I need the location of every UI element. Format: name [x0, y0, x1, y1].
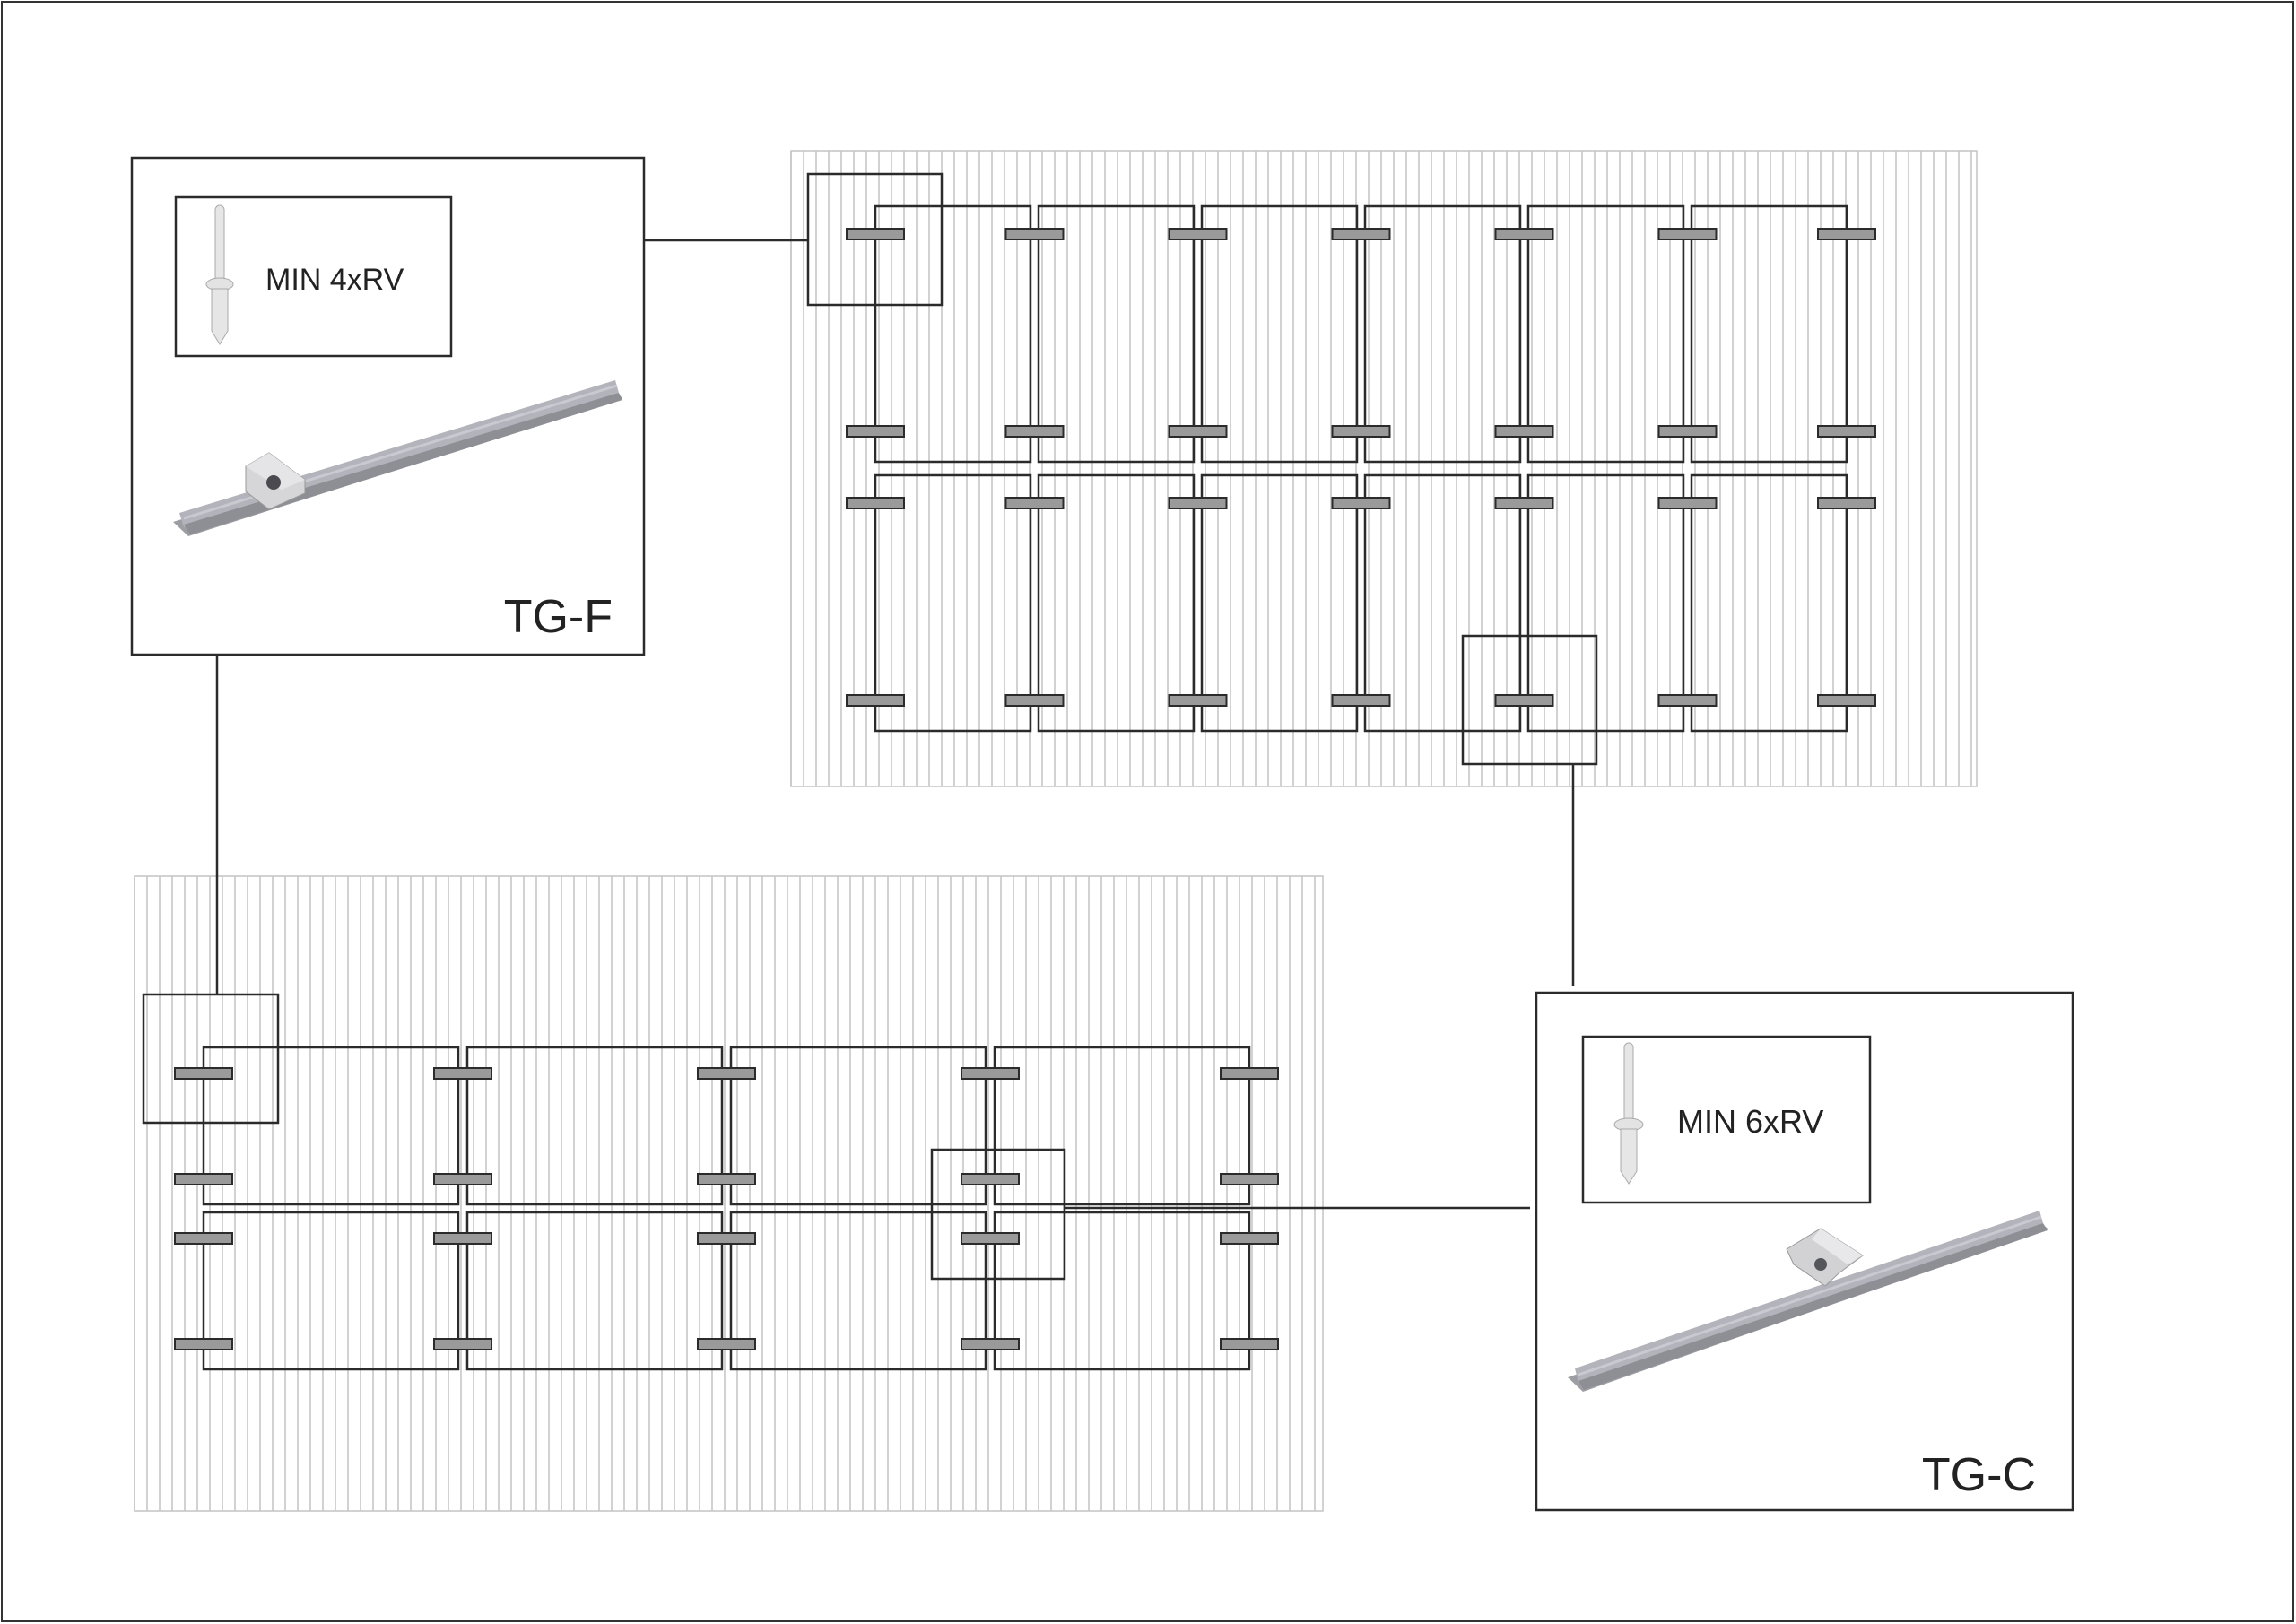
clamp [433, 1338, 492, 1350]
solar-panel [874, 473, 1032, 733]
clamp [1817, 228, 1876, 240]
clamp [1168, 694, 1228, 707]
clamp [1220, 1232, 1279, 1245]
clamp [1817, 425, 1876, 438]
clamp [1494, 694, 1554, 707]
roof-outline [134, 875, 1324, 1512]
clamp [1657, 425, 1718, 438]
clamp [1168, 425, 1228, 438]
clamp [1220, 1338, 1279, 1350]
roof-outline [790, 150, 1978, 787]
solar-panel [1200, 473, 1359, 733]
clamp [1817, 694, 1876, 707]
solar-panel [1526, 473, 1685, 733]
solar-panel [465, 1211, 724, 1371]
clamp [697, 1173, 756, 1185]
clamp [1220, 1173, 1279, 1185]
solar-panel [1037, 473, 1196, 733]
detail-panel-tg-c: MIN 6xRV TG-C [1535, 991, 2074, 1512]
roof-top-right [790, 150, 1978, 787]
solar-panel [729, 1211, 987, 1371]
clamp [1004, 228, 1065, 240]
rail-with-clamp-icon [1568, 1211, 2048, 1392]
clamp [1494, 228, 1554, 240]
clamp [961, 1173, 1020, 1185]
highlight-box [806, 172, 944, 307]
solar-panel [1363, 473, 1522, 733]
clamp [1494, 425, 1554, 438]
clamp [1817, 497, 1876, 509]
clamp [1657, 694, 1718, 707]
detail-panel-tg-f: MIN 4xRV TG-F [130, 156, 646, 656]
clamp [1657, 497, 1718, 509]
clamp [697, 1232, 756, 1245]
clamp [961, 1338, 1020, 1350]
clamp [433, 1173, 492, 1185]
clamp [1331, 228, 1391, 240]
clamp [1494, 497, 1554, 509]
detail-name: TG-F [504, 591, 613, 643]
highlight-boxes [142, 172, 1598, 1281]
highlight-box [1461, 634, 1598, 766]
solar-panel [1200, 204, 1359, 464]
clamp [174, 1067, 233, 1080]
clamp [846, 694, 905, 707]
clamp [1220, 1067, 1279, 1080]
clamp [1004, 425, 1065, 438]
solar-panel [1690, 473, 1848, 733]
clamp [1004, 497, 1065, 509]
rail-with-clamp-icon [173, 380, 622, 536]
rivet-box [1581, 1035, 1872, 1204]
clamp [697, 1067, 756, 1080]
rivet-icon [1613, 1042, 1644, 1185]
solar-panel [1037, 204, 1196, 464]
connector-lines [215, 239, 1575, 1210]
clamp [1168, 497, 1228, 509]
rivet-icon [205, 204, 234, 345]
clamp [846, 228, 905, 240]
solar-panel [202, 1046, 460, 1206]
solar-panel [202, 1211, 460, 1371]
solar-panel [993, 1211, 1251, 1371]
clamp [1168, 228, 1228, 240]
clamp [961, 1232, 1020, 1245]
clamp [174, 1173, 233, 1185]
solar-panel [1690, 204, 1848, 464]
clamp [697, 1338, 756, 1350]
rivet-box [174, 195, 453, 358]
highlight-box [142, 993, 280, 1125]
clamp [433, 1232, 492, 1245]
roof-bottom-left [134, 875, 1324, 1512]
clamp [1004, 694, 1065, 707]
solar-panel [465, 1046, 724, 1206]
solar-panel [874, 204, 1032, 464]
clamp [961, 1067, 1020, 1080]
detail-name: TG-C [1922, 1449, 2036, 1501]
rivet-label: MIN 4xRV [265, 263, 404, 297]
clamp [846, 425, 905, 438]
clamp [1331, 425, 1391, 438]
rivet-label: MIN 6xRV [1677, 1103, 1823, 1140]
clamp [1331, 497, 1391, 509]
solar-panel [993, 1046, 1251, 1206]
solar-panel [729, 1046, 987, 1206]
clamp [174, 1232, 233, 1245]
solar-panel [1363, 204, 1522, 464]
clamp [1331, 694, 1391, 707]
clamp [1657, 228, 1718, 240]
highlight-box [930, 1148, 1066, 1281]
clamp [433, 1067, 492, 1080]
clamp [846, 497, 905, 509]
clamp [174, 1338, 233, 1350]
solar-panel [1526, 204, 1685, 464]
